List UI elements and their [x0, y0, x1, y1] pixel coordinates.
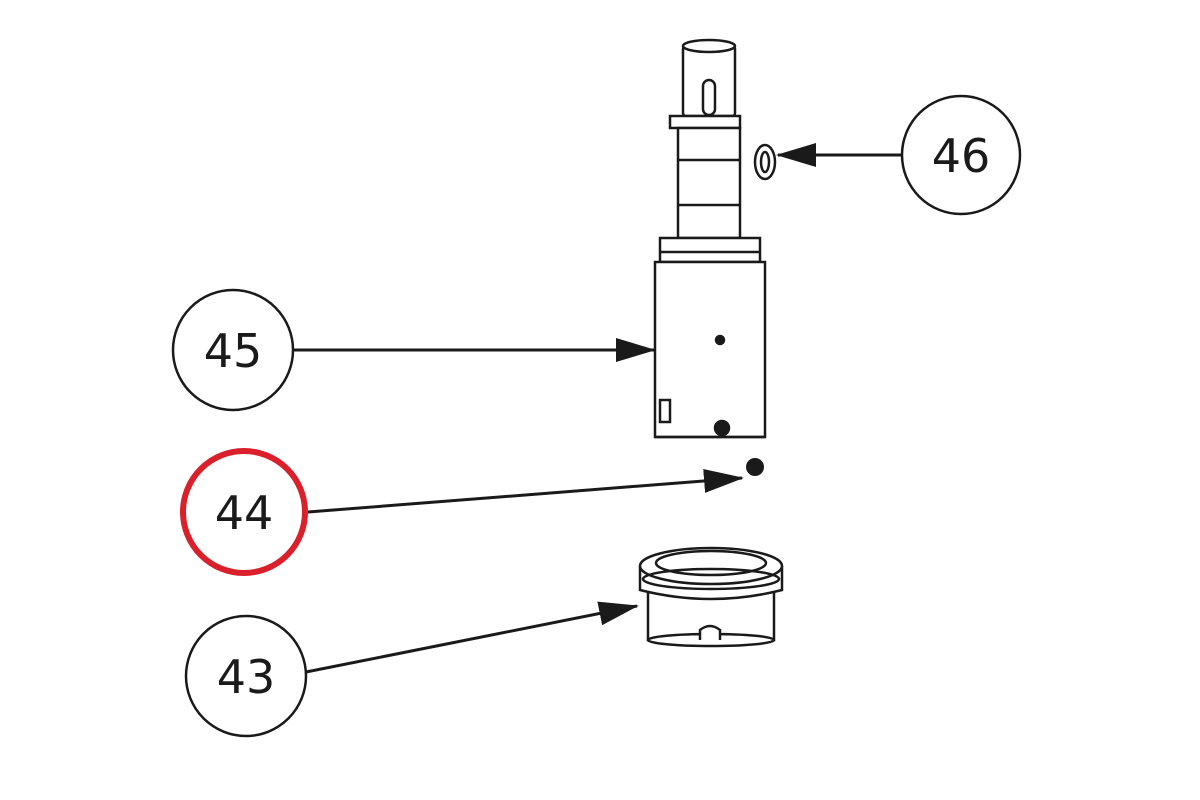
- callout-43-circle: [184, 614, 308, 738]
- o-ring-part-46[interactable]: [753, 143, 777, 181]
- callout-45-label: 45: [204, 324, 263, 378]
- callout-44-label: 44: [215, 486, 274, 540]
- stem-part-45[interactable]: [653, 38, 767, 439]
- callout-45[interactable]: 45: [171, 288, 295, 412]
- callout-45-circle: [171, 288, 295, 412]
- callout-46-label: 46: [932, 129, 991, 183]
- callout-46[interactable]: 46: [900, 94, 1022, 216]
- callout-46-circle: [900, 94, 1022, 216]
- leader-line-43: [305, 601, 639, 674]
- leader-line-44: [307, 469, 744, 514]
- ball-part-44[interactable]: [746, 458, 764, 476]
- callout-43-label: 43: [217, 650, 276, 704]
- callout-43[interactable]: 43: [184, 614, 308, 738]
- seat-part-43[interactable]: [638, 546, 784, 648]
- callout-44[interactable]: 44: [180, 448, 308, 576]
- callout-44-circle: [180, 448, 308, 576]
